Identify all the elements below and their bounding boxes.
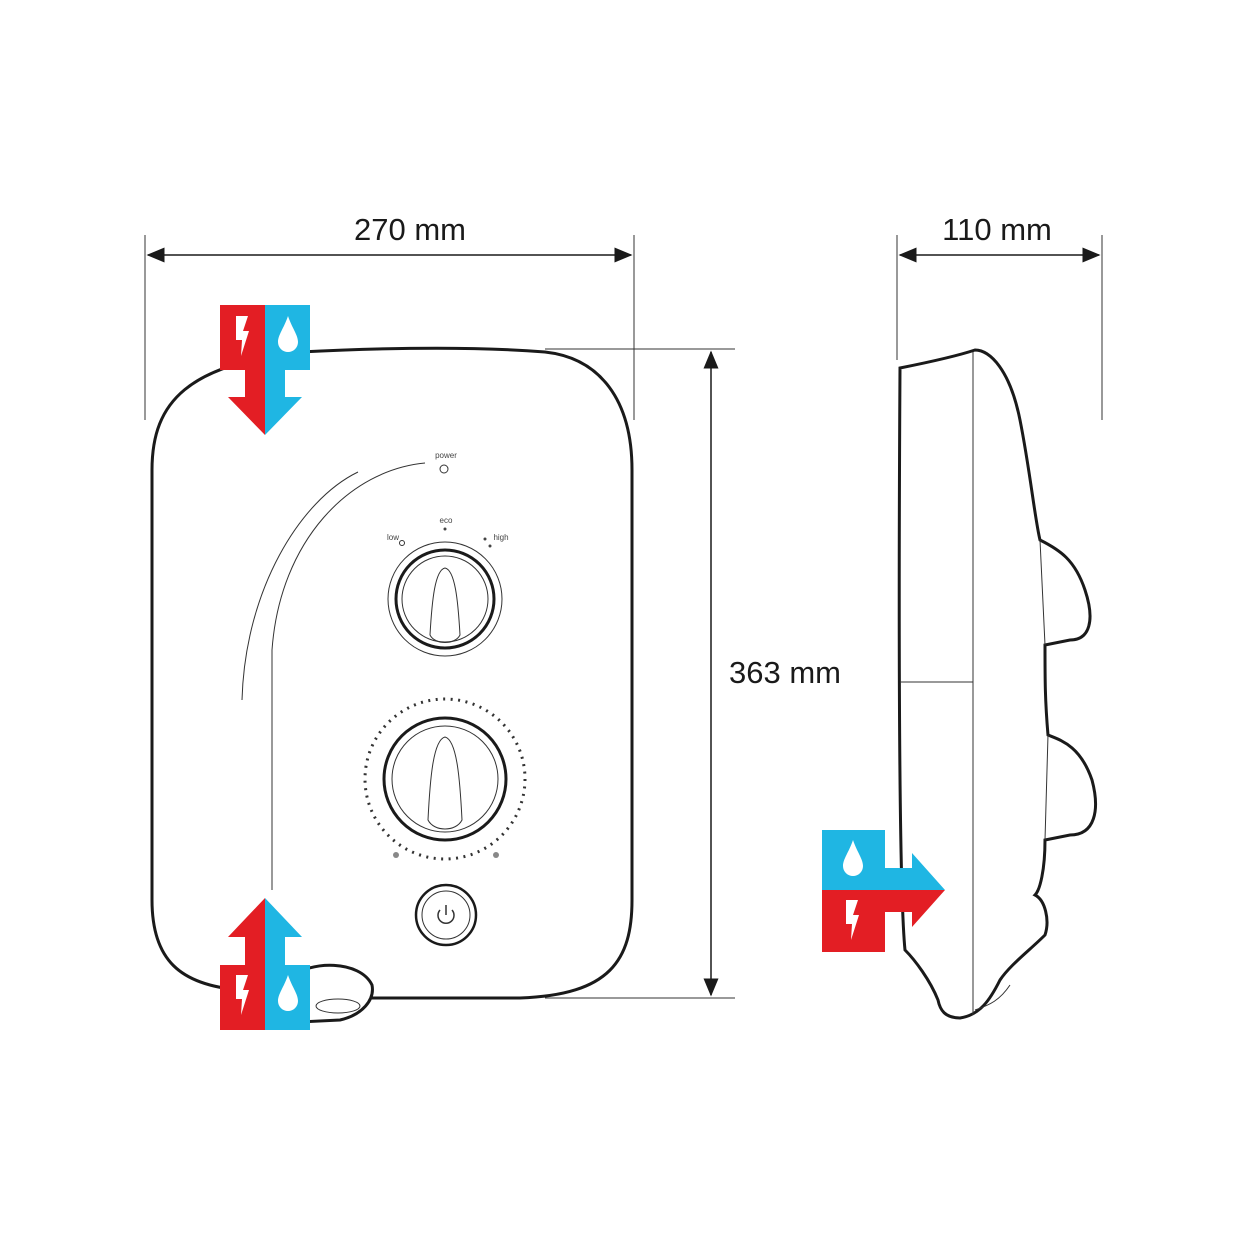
power-button[interactable] xyxy=(414,883,478,947)
power-mode-knob[interactable] xyxy=(387,541,503,657)
power-label: power xyxy=(435,451,457,460)
temperature-knob[interactable] xyxy=(363,697,527,861)
bottom-supply-entry-icon xyxy=(220,898,310,1030)
shower-front-view: power eco low high xyxy=(150,346,634,1024)
width-label: 270 mm xyxy=(354,212,466,247)
depth-label: 110 mm xyxy=(942,212,1052,247)
high-label: high xyxy=(493,533,508,542)
water-drop-icon xyxy=(278,975,298,1011)
low-label: low xyxy=(387,533,399,542)
eco-label: eco xyxy=(440,516,453,525)
water-drop-icon xyxy=(843,840,863,876)
top-supply-entry-icon xyxy=(220,305,310,435)
electricity-icon xyxy=(236,975,249,1015)
power-button-icon xyxy=(437,905,455,925)
shower-side-view xyxy=(897,348,1097,1020)
height-dimension: 363 mm xyxy=(545,348,855,999)
electricity-icon xyxy=(846,900,859,940)
power-indicator xyxy=(439,464,449,474)
water-drop-icon xyxy=(278,316,298,352)
rear-supply-entry-icon xyxy=(822,830,945,952)
depth-dimension: 110 mm xyxy=(896,212,1103,420)
width-dimension: 270 mm xyxy=(144,212,635,420)
electricity-icon xyxy=(236,316,249,356)
height-label: 363 mm xyxy=(729,655,841,690)
